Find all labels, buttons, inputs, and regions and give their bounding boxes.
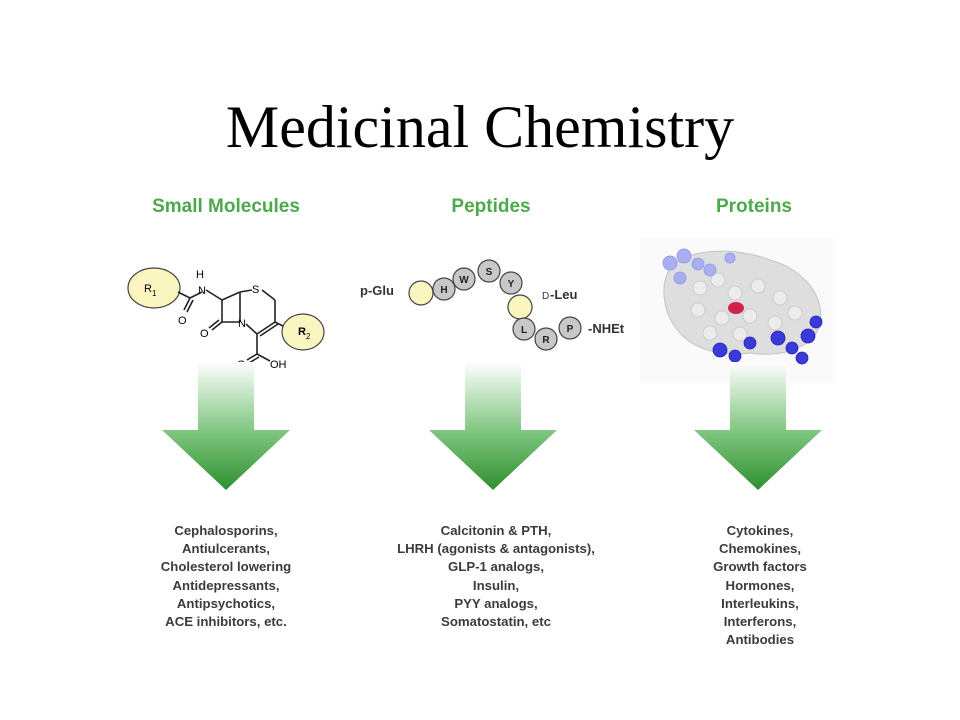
dleu-circle [507,294,533,320]
residue-l-label: L [521,325,527,336]
heading-peptides: Peptides [451,196,531,217]
residue-p [558,316,582,340]
peptide-start-label: p-Glu [360,283,394,298]
residue-r [534,327,558,351]
list-item: Antipsychotics, [176,595,276,611]
peptide-chain: p-Glu H W S Y L R P D -Leu -NHEt [360,259,625,351]
list-item: Cytokines, [726,523,794,538]
r1-sub: 1 [152,289,157,298]
residue-l [512,317,536,341]
list-item: Antiulcerants, [182,541,270,557]
residue-w [452,267,476,291]
list-item: Cephalosporins, [174,523,278,538]
arrow-peptides [429,362,557,490]
list-item: GLP-1 analogs, [448,559,544,575]
cephalosporin-structure: R 1 R 2 H N S N O O O OH [127,267,325,371]
atom-h: H [196,269,204,281]
list-item: Chemokines, [718,541,802,557]
list-item: Cholesterol lowering [160,559,292,575]
residue-h [432,277,456,301]
list-item: PYY analogs, [454,595,538,611]
dleu-prefix: D [542,291,549,302]
r1-label: R [144,283,152,295]
r2-label: R [298,326,306,338]
pyroglu-circle [408,280,434,306]
residue-p-label: P [567,324,574,335]
peptide-end-label: -NHEt [588,321,625,336]
arrow-small-molecules [162,362,290,490]
peptides-examples: Calcitonin & PTH, LHRH (agonists & antag… [346,522,646,631]
atom-oh: OH [270,359,287,371]
r2-circle [281,313,325,351]
atom-n-ring: N [238,318,246,330]
list-item: Interleukins, [721,595,799,611]
r1-circle [127,267,181,309]
list-item: ACE inhibitors, etc. [165,614,287,630]
proteins-examples: Cytokines, Chemokines, Growth factors Ho… [610,522,910,649]
list-item: Growth factors [713,559,807,575]
slide-title: Medicinal Chemistry [225,94,735,160]
list-item: Antibodies [725,632,795,648]
residue-w-label: W [459,275,469,286]
arrow-proteins [694,362,822,490]
residue-y-label: Y [508,279,515,290]
residue-s-label: S [486,267,493,278]
list-item: Interferons, [723,614,797,630]
list-item: LHRH (agonists & antagonists), [397,541,595,557]
list-item: Insulin, [472,577,520,593]
dleu-label: -Leu [550,287,578,302]
residue-s [477,259,501,283]
list-item: Somatostatin, etc [441,614,551,630]
residue-y [499,271,523,295]
residue-h-label: H [440,285,447,296]
atom-o-lactam: O [200,328,209,340]
list-item: Calcitonin & PTH, [440,523,552,538]
heading-proteins: Proteins [715,196,793,217]
protein-structure-image [640,238,835,383]
heading-small-molecules: Small Molecules [152,196,300,217]
atom-n-amide: N [198,285,206,297]
atom-o-amide: O [178,315,187,327]
atom-s: S [252,284,259,296]
residue-r-label: R [542,335,550,346]
list-item: Antidepressants, [172,577,280,593]
list-item: Hormones, [725,577,795,593]
small-molecules-examples: Cephalosporins, Antiulcerants, Cholester… [76,522,376,631]
r2-sub: 2 [306,332,311,341]
